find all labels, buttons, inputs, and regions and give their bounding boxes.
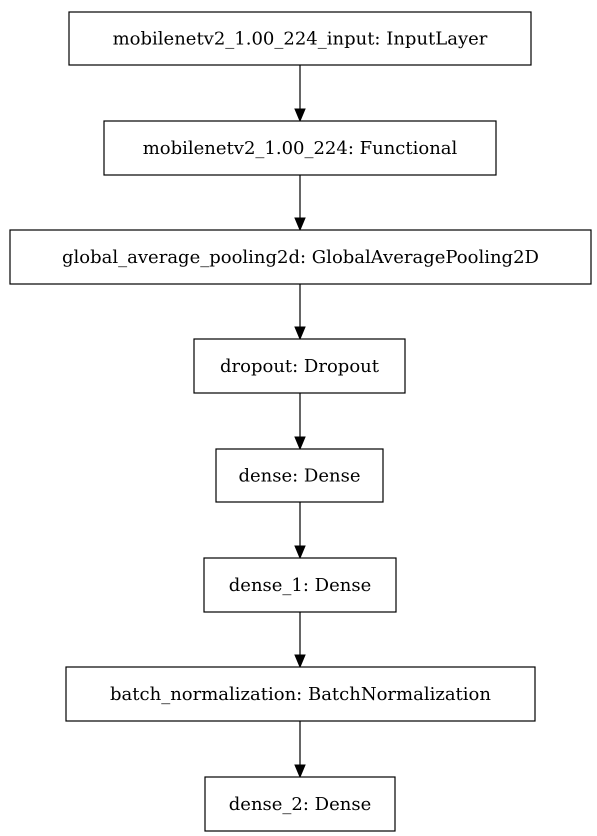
arrowhead-icon	[294, 217, 306, 232]
edges-layer	[294, 65, 306, 779]
node-dropout: dropout: Dropout	[193, 338, 406, 394]
node-mobilenetv2-1-00-224: mobilenetv2_1.00_224: Functional	[103, 120, 497, 176]
node-box	[9, 229, 592, 285]
arrowhead-icon	[294, 654, 306, 669]
edge-arrow	[294, 502, 306, 560]
nodes-layer: mobilenetv2_1.00_224_input: InputLayer mo…	[9, 11, 592, 832]
node-box	[215, 448, 384, 503]
node-box	[203, 557, 397, 613]
arrowhead-icon	[294, 545, 306, 560]
node-label: dense: Dense	[238, 466, 360, 487]
node-box	[193, 338, 406, 394]
node-dense-2: dense_2: Dense	[204, 776, 396, 832]
node-label: batch_normalization: BatchNormalization	[110, 684, 491, 705]
node-dense-1: dense_1: Dense	[203, 557, 397, 613]
node-label: dense_1: Dense	[229, 575, 371, 596]
edge-arrow	[294, 393, 306, 451]
arrowhead-icon	[294, 108, 306, 123]
node-label: mobilenetv2_1.00_224: Functional	[143, 138, 458, 159]
node-box	[68, 11, 532, 66]
edge-arrow	[294, 175, 306, 232]
arrowhead-icon	[294, 764, 306, 779]
node-box	[65, 666, 536, 722]
node-box	[103, 120, 497, 176]
node-label: mobilenetv2_1.00_224_input: InputLayer	[113, 29, 488, 50]
arrowhead-icon	[294, 436, 306, 451]
node-box	[204, 776, 396, 832]
node-dense: dense: Dense	[215, 448, 384, 503]
node-global-average-pooling2d: global_average_pooling2d: GlobalAverageP…	[9, 229, 592, 285]
arrowhead-icon	[294, 326, 306, 341]
edge-arrow	[294, 65, 306, 123]
node-batch-normalization: batch_normalization: BatchNormalization	[65, 666, 536, 722]
node-label: global_average_pooling2d: GlobalAverageP…	[62, 247, 539, 268]
node-mobilenetv2-1-00-224-input: mobilenetv2_1.00_224_input: InputLayer	[68, 11, 532, 66]
edge-arrow	[294, 721, 306, 779]
node-label: dense_2: Dense	[229, 794, 371, 815]
edge-arrow	[294, 284, 306, 341]
node-label: dropout: Dropout	[220, 356, 380, 377]
edge-arrow	[294, 612, 306, 669]
